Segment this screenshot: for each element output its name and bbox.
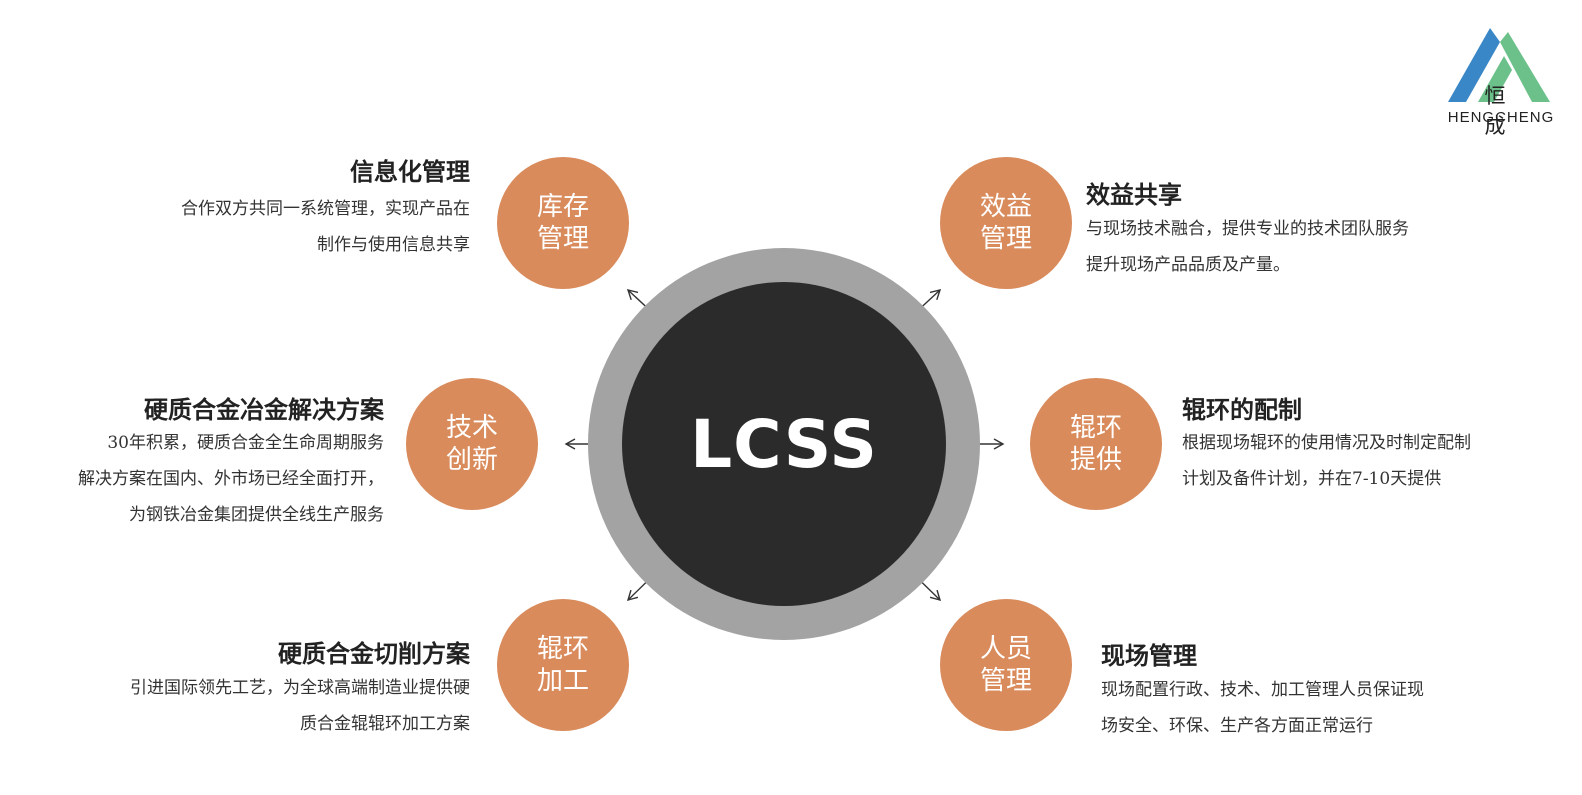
hub-label: LCSS xyxy=(690,405,878,483)
hub-center: LCSS xyxy=(622,282,946,606)
node-label: 库存管理 xyxy=(536,192,589,254)
item-title-roll-ring-allocation: 辊环的配制 xyxy=(1182,395,1302,424)
item-title-cutting-solution: 硬质合金切削方案 xyxy=(278,639,470,668)
node-inventory-management: 库存管理 xyxy=(497,157,629,289)
node-tech-innovation: 技术创新 xyxy=(406,378,538,510)
node-roll-ring-supply: 辊环提供 xyxy=(1030,378,1162,510)
logo-name-en: HENGCHENG xyxy=(1447,109,1555,126)
node-benefit-management: 效益管理 xyxy=(940,157,1072,289)
item-desc-info-management: 合作双方共同一系统管理，实现产品在 制作与使用信息共享 xyxy=(181,199,470,255)
item-title-metallurgy-solution: 硬质合金冶金解决方案 xyxy=(144,395,384,424)
logo-name-cn: 恒 成 xyxy=(1484,84,1520,138)
node-roll-ring-machining: 辊环加工 xyxy=(497,599,629,731)
node-label: 技术创新 xyxy=(445,413,498,475)
node-personnel-management: 人员管理 xyxy=(940,599,1072,731)
item-desc-benefit-sharing: 与现场技术融合，提供专业的技术团队服务 提升现场产品品质及产量。 xyxy=(1086,219,1409,275)
hengcheng-logo-icon xyxy=(1448,28,1550,102)
item-desc-metallurgy-solution: 30年积累，硬质合金全生命周期服务 解决方案在国内、外市场已经全面打开， 为钢铁… xyxy=(78,433,384,525)
item-title-benefit-sharing: 效益共享 xyxy=(1086,180,1182,209)
node-label: 辊环提供 xyxy=(1069,413,1122,475)
item-desc-cutting-solution: 引进国际领先工艺，为全球高端制造业提供硬 质合金辊辊环加工方案 xyxy=(130,678,470,734)
node-label: 效益管理 xyxy=(979,192,1032,254)
item-desc-roll-ring-allocation: 根据现场辊环的使用情况及时制定配制 计划及备件计划，并在7-10天提供 xyxy=(1182,433,1471,489)
item-title-info-management: 信息化管理 xyxy=(350,157,470,186)
node-label: 人员管理 xyxy=(979,634,1032,696)
item-title-site-management: 现场管理 xyxy=(1101,641,1197,670)
node-label: 辊环加工 xyxy=(536,634,589,696)
item-desc-site-management: 现场配置行政、技术、加工管理人员保证现 场安全、环保、生产各方面正常运行 xyxy=(1101,680,1424,736)
